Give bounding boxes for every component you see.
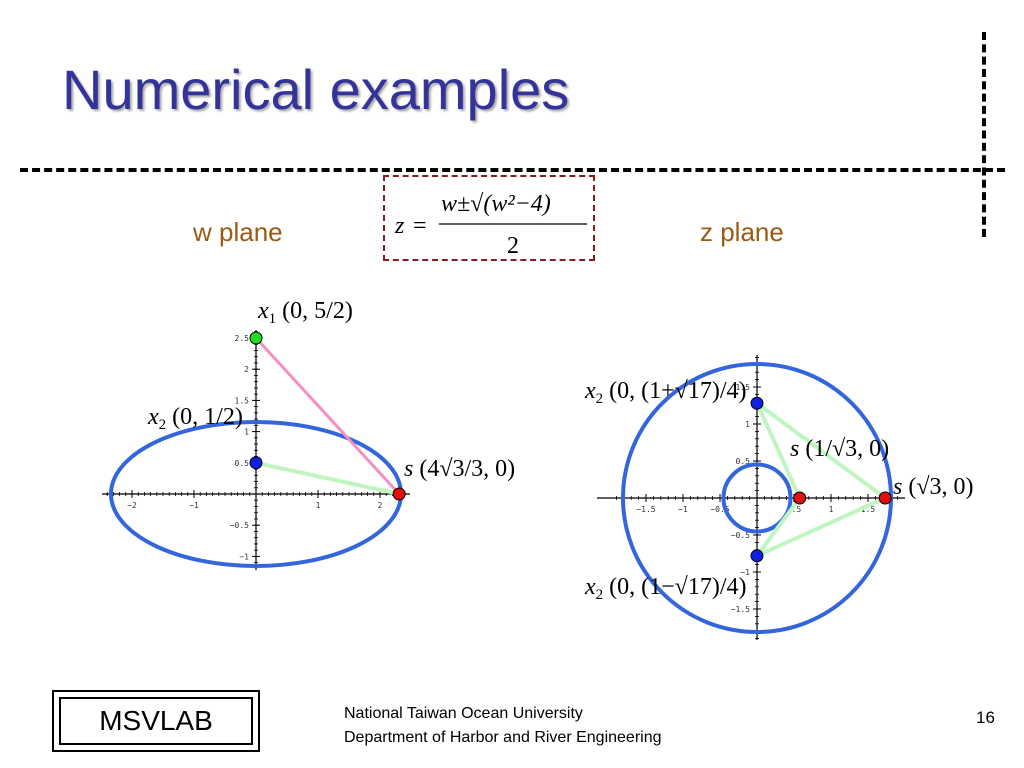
x-tick-label: −1 bbox=[189, 501, 199, 510]
y-tick-label: 0.5 bbox=[235, 459, 250, 468]
x-tick-label: −2 bbox=[127, 501, 137, 510]
x-tick-label: −1.5 bbox=[636, 505, 655, 514]
x-tick-label: −0.5 bbox=[710, 505, 729, 514]
y-tick-label: −0.5 bbox=[731, 531, 750, 540]
y-tick-label: 0.5 bbox=[736, 457, 751, 466]
w-plane-plot: −2 −1 1 2 2.5 2 1.5 1 0.5 −0.5 −1 bbox=[102, 330, 410, 570]
x-tick-label: 2 bbox=[378, 501, 383, 510]
z-line-x2_bottom-s_small bbox=[755, 496, 802, 557]
y-tick-label: 2.5 bbox=[235, 334, 250, 343]
w-point-x2 bbox=[249, 456, 263, 470]
x-tick-label: 1 bbox=[316, 501, 321, 510]
w-plane-label: w plane bbox=[193, 217, 283, 247]
formula-equals: = bbox=[413, 213, 427, 239]
x-tick-label: 1.5 bbox=[861, 505, 876, 514]
z-point-x2_top bbox=[750, 396, 764, 410]
formula-numerator: w±√(w²−4) bbox=[441, 191, 551, 217]
w-point-x1 bbox=[249, 331, 263, 345]
label-z-x2-top: x2 (0, (1+√17)/4) bbox=[584, 378, 747, 407]
footer-affiliation: National Taiwan Ocean University Departm… bbox=[344, 702, 662, 750]
lab-logo-box: MSVLAB bbox=[52, 690, 260, 752]
point-labels: x1 (0, 5/2) x2 (0, 1/2) s (4√3/3, 0) x2 (0,… bbox=[147, 298, 974, 603]
y-tick-label: −1 bbox=[740, 568, 750, 577]
y-tick-label: 1 bbox=[244, 428, 249, 437]
joukowski-inverse-formula: z = w±√(w²−4) 2 bbox=[394, 191, 587, 259]
z-point-x2_bottom bbox=[750, 549, 764, 563]
vertical-dashed-divider bbox=[982, 32, 986, 237]
label-x1: x1 (0, 5/2) bbox=[257, 298, 353, 327]
university-name: National Taiwan Ocean University bbox=[344, 705, 583, 722]
z-plane-label: z plane bbox=[700, 217, 784, 247]
page-number: 16 bbox=[976, 708, 995, 727]
z-point-s_big bbox=[878, 491, 892, 505]
label-w-x2: x2 (0, 1/2) bbox=[147, 404, 243, 433]
y-tick-label: −1.5 bbox=[731, 605, 750, 614]
x2-to-s-line bbox=[255, 460, 400, 496]
department-name: Department of Harbor and River Engineeri… bbox=[344, 729, 662, 746]
x-tick-label: 1 bbox=[829, 505, 834, 514]
y-tick-label: −0.5 bbox=[230, 521, 249, 530]
label-z-s-big: s (√3, 0) bbox=[893, 474, 974, 500]
y-tick-label: 1.5 bbox=[736, 383, 751, 392]
y-tick-label: 2 bbox=[244, 365, 249, 374]
slide-title: Numerical examples bbox=[62, 58, 570, 121]
x1-to-s-line bbox=[254, 336, 401, 496]
label-z-x2-bottom: x2 (0, (1−√17)/4) bbox=[584, 574, 747, 603]
z-point-s_small bbox=[793, 491, 807, 505]
label-z-s-small: s (1/√3, 0) bbox=[790, 436, 889, 462]
z-line-x2_top-s_small bbox=[755, 402, 802, 499]
y-tick-label: −1 bbox=[239, 552, 249, 561]
formula-lhs: z bbox=[394, 213, 405, 239]
z-plane-circle-inner bbox=[721, 462, 793, 534]
z-line-x2_top-s_big bbox=[755, 401, 887, 500]
z-line-x2_bottom-s_big bbox=[756, 496, 886, 558]
x-tick-label: 0.5 bbox=[787, 505, 802, 514]
y-tick-label: 1 bbox=[745, 420, 750, 429]
label-w-s: s (4√3/3, 0) bbox=[404, 456, 515, 482]
horizontal-dashed-divider bbox=[20, 168, 1005, 172]
formula-denominator: 2 bbox=[507, 233, 519, 259]
z-plane-plot: −1.5 −1 −0.5 0.5 1 1.5 1.5 1 0.5 −0.5 −1 −1.5 bbox=[597, 355, 905, 640]
y-tick-label: 1.5 bbox=[235, 396, 250, 405]
lab-logo-text: MSVLAB bbox=[59, 697, 253, 745]
x-tick-label: −1 bbox=[678, 505, 688, 514]
formula-box: z = w±√(w²−4) 2 bbox=[383, 175, 595, 261]
w-point-s bbox=[392, 487, 406, 501]
